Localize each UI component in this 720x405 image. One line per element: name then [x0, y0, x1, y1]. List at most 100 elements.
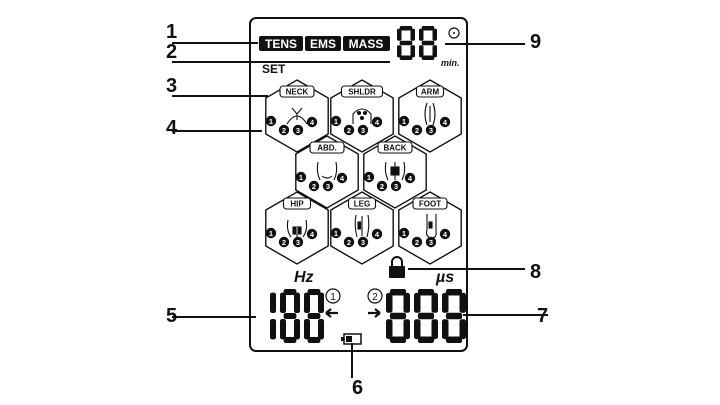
frequency-digit-2-segment-g — [307, 313, 321, 319]
zone-level-3: 3 — [425, 236, 437, 248]
zone-label-box — [309, 141, 345, 154]
zone-level-1: 1 — [330, 227, 342, 239]
svg-text:2: 2 — [282, 126, 286, 135]
zone-label-box — [412, 197, 448, 210]
frequency-digit-0-segment-b — [270, 292, 276, 313]
timer-digit-1-segment-c — [432, 45, 437, 58]
timer-display: min. — [397, 26, 460, 68]
svg-text:2: 2 — [312, 182, 316, 191]
frequency-digit-1-segment-g — [283, 313, 297, 319]
callout-lines — [172, 42, 548, 378]
svg-text:3: 3 — [296, 126, 300, 135]
zone-label-box — [415, 85, 445, 98]
zone-level-4: 4 — [439, 228, 451, 240]
zone-level-2: 2 — [278, 124, 290, 136]
pulse-digit-0 — [386, 289, 410, 343]
timer-digit-1-segment-d — [421, 55, 435, 60]
zone-level-2: 2 — [343, 124, 355, 136]
svg-text:4: 4 — [443, 118, 448, 127]
pulse-unit: µs — [435, 269, 454, 286]
lock-icon — [389, 256, 405, 278]
timer-digit-0-segment-d — [399, 55, 413, 60]
svg-text:1: 1 — [402, 117, 406, 126]
zone-label-box — [377, 141, 413, 154]
frequency-digit-0-segment-c — [270, 319, 276, 340]
mode-tens: TENS — [265, 37, 297, 51]
pulse-digit-0-segment-c — [403, 319, 410, 340]
frequency-digit-1-segment-a — [283, 289, 297, 295]
zone-level-3: 3 — [292, 124, 304, 136]
left-arrow-icon — [325, 308, 338, 318]
pulse-digit-0-segment-e — [386, 319, 393, 340]
svg-text:3: 3 — [394, 182, 398, 191]
pulse-digit-0-segment-b — [403, 292, 410, 313]
frequency-digit-0 — [270, 292, 276, 340]
svg-text:1: 1 — [334, 117, 338, 126]
zone-level-1: 1 — [265, 227, 277, 239]
frequency-digit-2-segment-b — [318, 292, 324, 313]
svg-text:3: 3 — [296, 238, 300, 247]
timer-digit-0-segment-g — [399, 40, 413, 46]
callout-9: 9 — [530, 31, 541, 53]
zone-level-1: 1 — [330, 115, 342, 127]
zone-level-2: 2 — [308, 180, 320, 192]
svg-text:4: 4 — [310, 118, 315, 127]
hip-icon — [286, 219, 308, 238]
pulse-digit-2-segment-f — [442, 292, 449, 313]
channel-2: 2 — [367, 288, 383, 318]
timer-unit: min. — [441, 58, 460, 68]
zone-hexagon — [330, 79, 394, 153]
svg-text:4: 4 — [340, 174, 345, 183]
zone-hexagon — [330, 191, 394, 265]
zone-label: NECK — [286, 88, 309, 97]
svg-text:4: 4 — [375, 118, 380, 127]
svg-text:4: 4 — [408, 174, 413, 183]
timer-digit-0 — [397, 26, 415, 60]
svg-text:3: 3 — [429, 238, 433, 247]
callout-7: 7 — [537, 305, 548, 327]
right-arrow-icon — [368, 308, 381, 318]
timer-digit-1-segment-b — [432, 28, 437, 41]
zone-level-3: 3 — [322, 180, 334, 192]
zone-label-box — [347, 197, 377, 210]
timer-digits — [397, 26, 437, 60]
zone-label: ABD. — [317, 144, 337, 153]
abdomen-icon — [316, 161, 338, 181]
frequency-digit-1-segment-c — [294, 319, 300, 340]
pulse-digit-0-segment-f — [386, 292, 393, 313]
svg-text:3: 3 — [429, 126, 433, 135]
svg-text:3: 3 — [326, 182, 330, 191]
pulse-digit-1-segment-d — [417, 336, 435, 343]
svg-text:1: 1 — [334, 229, 338, 238]
pulse-digit-1-segment-c — [431, 319, 438, 340]
callout-3: 3 — [166, 75, 177, 97]
zone-level-2: 2 — [278, 236, 290, 248]
svg-text:3: 3 — [361, 238, 365, 247]
zone-hexagon — [295, 135, 359, 209]
zone-level-3: 3 — [357, 124, 369, 136]
mode-badges: TENS EMS MASS — [259, 36, 390, 51]
pulse-digit-2-segment-c — [459, 319, 466, 340]
zone-level-2: 2 — [411, 236, 423, 248]
zone-label-box — [340, 85, 384, 98]
zone-neck: NECK 12 3 4 — [265, 79, 329, 153]
channel-1: 1 — [325, 288, 341, 318]
timer-digit-1 — [419, 26, 437, 60]
zone-level-4: 4 — [439, 116, 451, 128]
zone-level-1: 1 — [363, 171, 375, 183]
zone-label: LEG — [354, 200, 370, 209]
zone-level-4: 4 — [371, 116, 383, 128]
callout-numbers: 1 2 3 4 5 6 7 8 9 — [166, 21, 548, 399]
zone-level-4: 4 — [336, 172, 348, 184]
svg-text:4: 4 — [310, 230, 315, 239]
lcd-frame — [249, 17, 468, 352]
svg-text:1: 1 — [367, 173, 371, 182]
frequency-digit-1-segment-b — [294, 292, 300, 313]
zone-level-1: 1 — [265, 115, 277, 127]
pulse-digit-2 — [442, 289, 466, 343]
pulse-digit-2-segment-g — [445, 312, 463, 320]
pulse-digit-2-segment-a — [445, 289, 463, 296]
